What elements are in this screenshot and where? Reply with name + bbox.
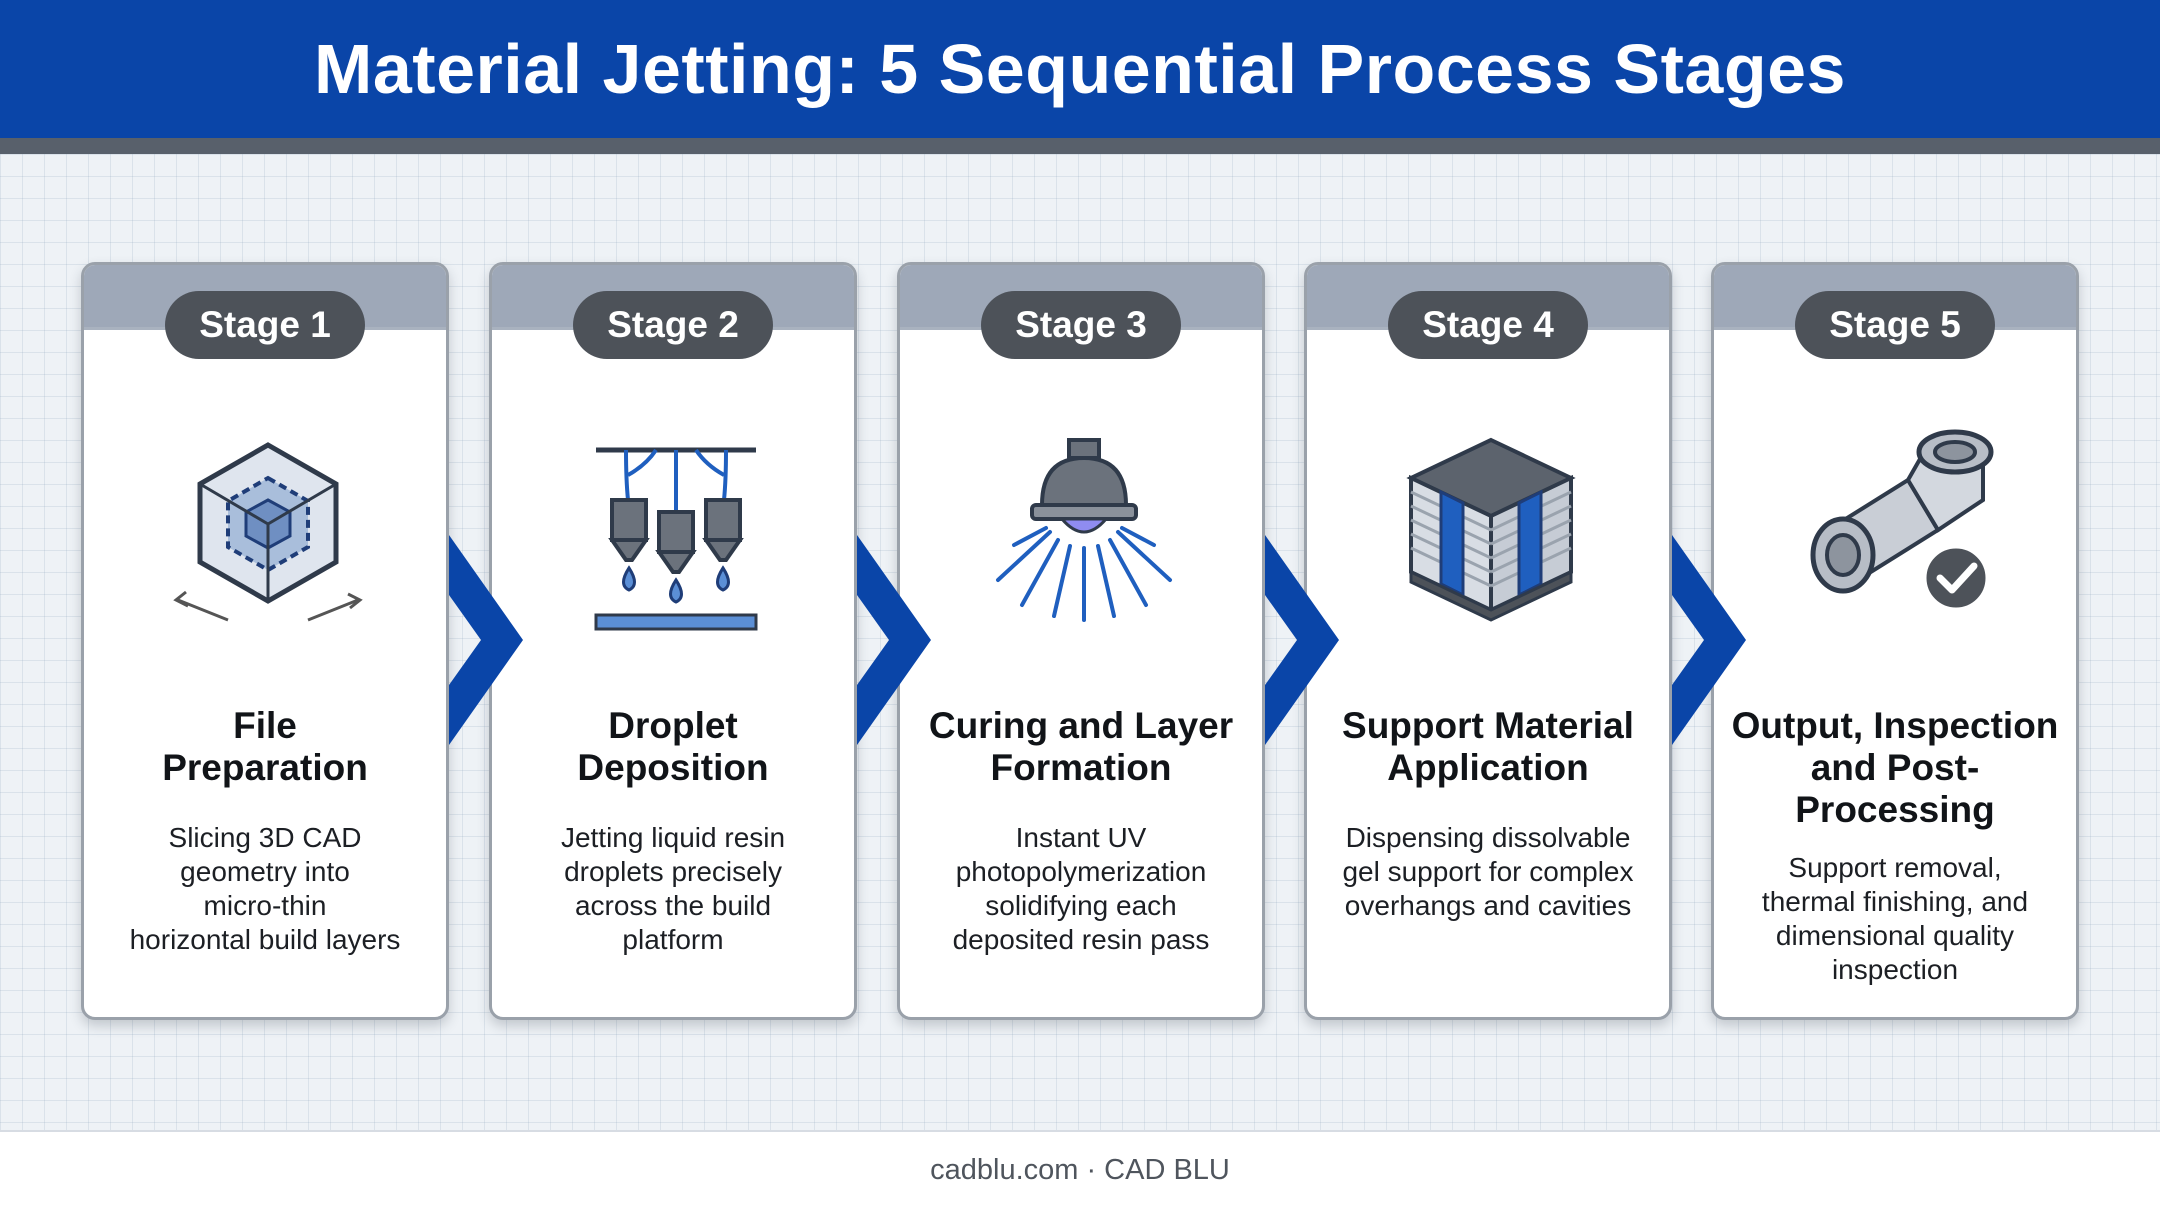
stage-title: Curing and Layer Formation xyxy=(928,705,1234,788)
stage-card-1: Stage 1 File Preparation Slicing 3D CAD … xyxy=(81,262,449,1020)
page-title: Material Jetting: 5 Sequential Process S… xyxy=(314,30,1846,108)
stage-badge: Stage 3 xyxy=(981,291,1181,359)
title-bar: Material Jetting: 5 Sequential Process S… xyxy=(0,0,2160,154)
flow-chevron-icon xyxy=(1265,535,1339,745)
footer: cadblu.com · CAD BLU xyxy=(0,1130,2160,1208)
flow-chevron-icon xyxy=(1672,535,1746,745)
stage-title: Output, Inspection and Post- Processing xyxy=(1731,705,2059,830)
stage-description: Jetting liquid resin droplets precisely … xyxy=(560,822,786,955)
stage-description: Dispensing dissolvable gel support for c… xyxy=(1342,822,1634,921)
stage-badge: Stage 4 xyxy=(1388,291,1588,359)
layered-support-block-icon xyxy=(1406,437,1576,622)
stage-card-4: Stage 4 Support Material Application Dis… xyxy=(1304,262,1672,1020)
flow-chevron-icon xyxy=(857,535,931,745)
stage-badge: Stage 2 xyxy=(573,291,773,359)
stage-card-2: Stage 2 Droplet Deposition Jetting liqui… xyxy=(489,262,857,1020)
stage-title: Support Material Application xyxy=(1342,705,1634,788)
stage-badge: Stage 5 xyxy=(1795,291,1995,359)
stage-badge: Stage 1 xyxy=(165,291,365,359)
stage-description: Instant UV photopolymerization solidifyi… xyxy=(952,822,1210,955)
stage-title: Droplet Deposition xyxy=(577,705,769,788)
pipe-part-check-icon xyxy=(1810,429,1994,613)
footer-credit: cadblu.com · CAD BLU xyxy=(930,1153,1230,1186)
wireframe-cube-icon xyxy=(173,442,363,622)
uv-lamp-icon xyxy=(996,438,1172,622)
stage-title: File Preparation xyxy=(162,705,368,788)
stage-description: Support removal, thermal finishing, and … xyxy=(1761,852,2029,985)
stage-card-5: Stage 5 Output, Inspection and Post- Pro… xyxy=(1711,262,2079,1020)
stage-description: Slicing 3D CAD geometry into micro-thin … xyxy=(129,822,401,955)
stage-card-3: Stage 3 Curing and Layer Formation Insta… xyxy=(897,262,1265,1020)
print-nozzles-icon xyxy=(594,447,758,631)
flow-chevron-icon xyxy=(449,535,523,745)
